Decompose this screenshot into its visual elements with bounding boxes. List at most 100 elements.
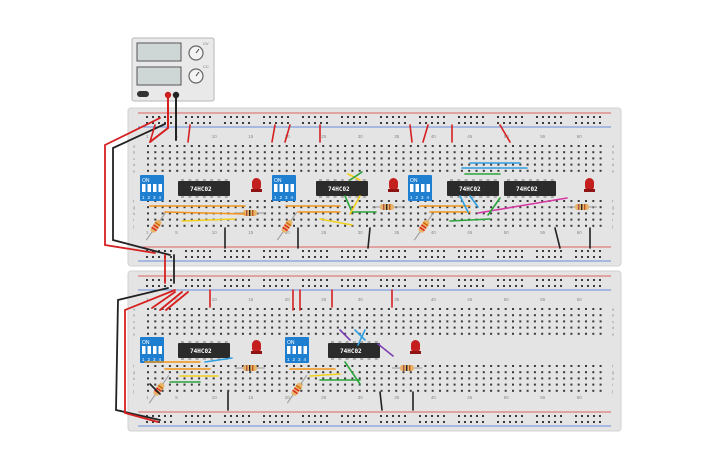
strip-hole[interactable] xyxy=(263,365,266,367)
rail-hole[interactable] xyxy=(170,116,172,118)
strip-hole[interactable] xyxy=(541,371,544,374)
rail-hole[interactable] xyxy=(236,116,238,118)
strip-hole[interactable] xyxy=(227,314,230,317)
strip-hole[interactable] xyxy=(460,145,463,147)
rail-hole[interactable] xyxy=(314,415,316,417)
strip-hole[interactable] xyxy=(212,389,215,392)
strip-hole[interactable] xyxy=(519,200,522,202)
strip-hole[interactable] xyxy=(446,332,449,335)
rail-hole[interactable] xyxy=(365,285,367,287)
strip-hole[interactable] xyxy=(460,320,463,323)
strip-hole[interactable] xyxy=(424,206,427,209)
rail-hole[interactable] xyxy=(146,256,148,258)
strip-hole[interactable] xyxy=(417,332,420,335)
strip-hole[interactable] xyxy=(570,163,573,166)
strip-hole[interactable] xyxy=(285,320,288,323)
strip-hole[interactable] xyxy=(548,389,551,392)
strip-hole[interactable] xyxy=(263,377,266,380)
strip-hole[interactable] xyxy=(198,377,201,380)
strip-hole[interactable] xyxy=(256,320,259,323)
rail-hole[interactable] xyxy=(587,250,589,252)
strip-hole[interactable] xyxy=(592,365,595,367)
strip-hole[interactable] xyxy=(490,206,493,209)
strip-hole[interactable] xyxy=(592,169,595,172)
jumper-wire[interactable] xyxy=(164,211,246,215)
rail-hole[interactable] xyxy=(542,279,544,281)
strip-hole[interactable] xyxy=(548,377,551,380)
strip-hole[interactable] xyxy=(344,320,347,323)
strip-hole[interactable] xyxy=(446,200,449,202)
rail-hole[interactable] xyxy=(275,122,277,124)
rail-hole[interactable] xyxy=(392,421,394,423)
strip-hole[interactable] xyxy=(468,371,471,374)
strip-hole[interactable] xyxy=(234,365,237,367)
strip-hole[interactable] xyxy=(256,377,259,380)
strip-hole[interactable] xyxy=(475,212,478,215)
strip-hole[interactable] xyxy=(234,371,237,374)
strip-hole[interactable] xyxy=(402,218,405,221)
strip-hole[interactable] xyxy=(322,377,325,380)
strip-hole[interactable] xyxy=(307,145,310,147)
strip-hole[interactable] xyxy=(358,151,361,154)
strip-hole[interactable] xyxy=(577,157,580,160)
rail-hole[interactable] xyxy=(398,256,400,258)
strip-hole[interactable] xyxy=(555,308,558,310)
strip-hole[interactable] xyxy=(147,314,149,317)
rail-hole[interactable] xyxy=(365,122,367,124)
strip-hole[interactable] xyxy=(271,365,274,367)
strip-hole[interactable] xyxy=(380,157,383,160)
strip-hole[interactable] xyxy=(504,389,507,392)
rail-hole[interactable] xyxy=(509,279,511,281)
strip-hole[interactable] xyxy=(271,145,274,147)
rail-hole[interactable] xyxy=(437,285,439,287)
strip-hole[interactable] xyxy=(168,151,171,154)
strip-hole[interactable] xyxy=(526,383,529,386)
strip-hole[interactable] xyxy=(526,314,529,317)
strip-hole[interactable] xyxy=(409,145,412,147)
rail-hole[interactable] xyxy=(593,250,595,252)
strip-hole[interactable] xyxy=(212,145,215,147)
strip-hole[interactable] xyxy=(482,320,485,323)
rail-hole[interactable] xyxy=(476,250,478,252)
rail-hole[interactable] xyxy=(560,250,562,252)
strip-hole[interactable] xyxy=(336,326,339,329)
strip-hole[interactable] xyxy=(453,377,456,380)
strip-hole[interactable] xyxy=(541,326,544,329)
rail-hole[interactable] xyxy=(554,415,556,417)
rail-hole[interactable] xyxy=(476,415,478,417)
strip-hole[interactable] xyxy=(592,383,595,386)
strip-hole[interactable] xyxy=(497,326,500,329)
strip-hole[interactable] xyxy=(541,332,544,335)
strip-hole[interactable] xyxy=(220,206,222,209)
strip-hole[interactable] xyxy=(351,157,354,160)
strip-hole[interactable] xyxy=(366,389,368,392)
rail-hole[interactable] xyxy=(470,116,472,118)
strip-hole[interactable] xyxy=(336,163,339,166)
strip-hole[interactable] xyxy=(336,365,339,367)
rail-hole[interactable] xyxy=(209,279,211,281)
strip-hole[interactable] xyxy=(555,218,558,221)
rail-hole[interactable] xyxy=(380,256,382,258)
strip-hole[interactable] xyxy=(468,308,471,310)
strip-hole[interactable] xyxy=(176,308,179,310)
strip-hole[interactable] xyxy=(278,169,281,172)
strip-hole[interactable] xyxy=(278,314,281,317)
rail-hole[interactable] xyxy=(503,122,505,124)
strip-hole[interactable] xyxy=(256,145,259,147)
rail-hole[interactable] xyxy=(404,256,406,258)
strip-hole[interactable] xyxy=(241,145,244,147)
rail-hole[interactable] xyxy=(398,415,400,417)
rail-hole[interactable] xyxy=(515,421,517,423)
strip-hole[interactable] xyxy=(431,206,434,209)
strip-hole[interactable] xyxy=(431,224,434,227)
ic-74hc02[interactable]: 74HC02 xyxy=(316,179,368,198)
strip-hole[interactable] xyxy=(402,377,405,380)
strip-hole[interactable] xyxy=(263,200,266,202)
strip-hole[interactable] xyxy=(205,389,208,392)
strip-hole[interactable] xyxy=(336,206,339,209)
strip-hole[interactable] xyxy=(329,145,332,147)
rail-hole[interactable] xyxy=(146,421,148,423)
strip-hole[interactable] xyxy=(387,218,390,221)
rail-hole[interactable] xyxy=(548,250,550,252)
rail-hole[interactable] xyxy=(236,122,238,124)
